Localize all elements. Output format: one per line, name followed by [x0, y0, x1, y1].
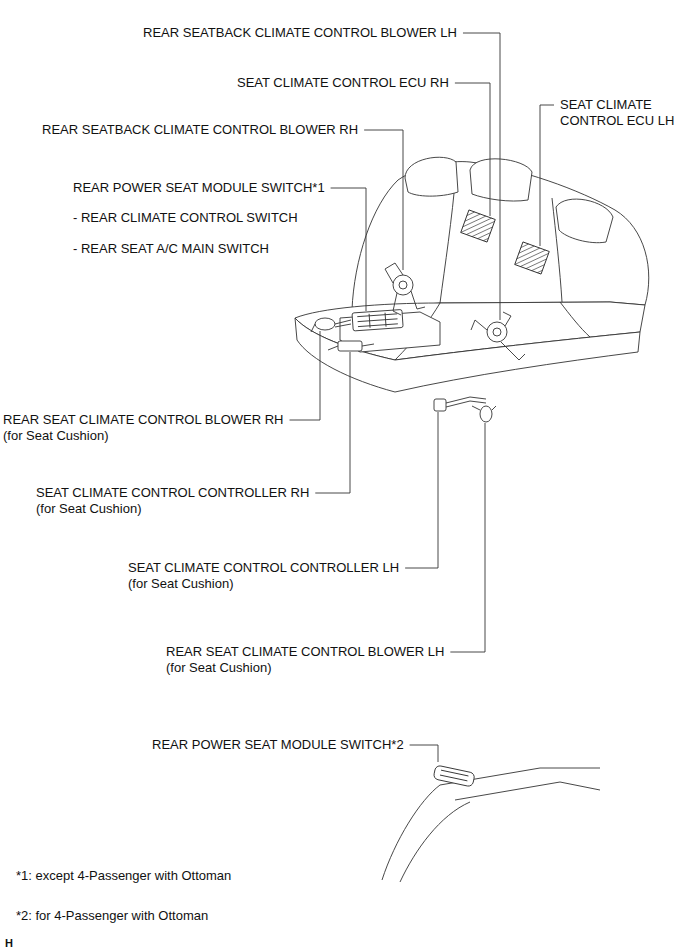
- headrest: [556, 199, 613, 243]
- label-line: REAR SEAT CLIMATE CONTROL BLOWER LH: [166, 644, 444, 660]
- part-label: - REAR SEAT A/C MAIN SWITCH: [73, 241, 269, 257]
- leader-line: [364, 130, 403, 270]
- headrest: [405, 157, 458, 196]
- leader-line: [463, 33, 500, 320]
- part-label: SEAT CLIMATE CONTROL CONTROLLER LH (for …: [128, 560, 399, 592]
- leader-line: [450, 423, 485, 652]
- part-label: REAR SEATBACK CLIMATE CONTROL BLOWER RH: [42, 122, 358, 138]
- door-armrest: [382, 768, 600, 882]
- part-label: SEAT CLIMATE CONTROL ECU LH: [560, 97, 674, 129]
- part-label: REAR SEAT CLIMATE CONTROL BLOWER RH (for…: [3, 412, 284, 444]
- cushion-controller: [328, 341, 374, 351]
- part-label: H: [5, 935, 13, 950]
- label-line: SEAT CLIMATE CONTROL CONTROLLER RH: [36, 485, 309, 501]
- part-label: SEAT CLIMATE CONTROL ECU RH: [237, 75, 449, 91]
- label-line: (for Seat Cushion): [128, 576, 399, 592]
- leader-line: [540, 105, 554, 246]
- leader-line: [410, 745, 438, 762]
- part-label: REAR SEATBACK CLIMATE CONTROL BLOWER LH: [143, 25, 457, 41]
- cushion-blower: [472, 406, 496, 422]
- label-line: REAR SEAT CLIMATE CONTROL BLOWER RH: [3, 412, 284, 428]
- part-label: REAR SEAT CLIMATE CONTROL BLOWER LH (for…: [166, 644, 444, 676]
- label-line: SEAT CLIMATE CONTROL CONTROLLER LH: [128, 560, 399, 576]
- label-line: (for Seat Cushion): [166, 660, 444, 676]
- seatback-blower: [385, 263, 425, 315]
- part-label: SEAT CLIMATE CONTROL CONTROLLER RH (for …: [36, 485, 309, 517]
- label-line: SEAT CLIMATE: [560, 97, 674, 113]
- part-label: *2: for 4-Passenger with Ottoman: [16, 908, 208, 924]
- seatback-blower: [471, 312, 525, 360]
- cushion-blower: [311, 318, 351, 332]
- part-label: REAR POWER SEAT MODULE SWITCH*2: [152, 737, 404, 753]
- label-line: (for Seat Cushion): [3, 428, 284, 444]
- part-label: REAR POWER SEAT MODULE SWITCH*1: [73, 180, 325, 196]
- leader-line: [455, 83, 490, 216]
- leader-line: [331, 188, 366, 311]
- leader-line: [290, 331, 320, 420]
- leader-line: [405, 412, 438, 568]
- leader-line: [315, 352, 350, 493]
- headrest: [470, 159, 532, 201]
- seat-switch: [433, 765, 475, 787]
- label-line: CONTROL ECU LH: [560, 113, 674, 129]
- climate-ecu: [515, 242, 550, 274]
- label-line: (for Seat Cushion): [36, 501, 309, 517]
- part-label: - REAR CLIMATE CONTROL SWITCH: [73, 210, 298, 226]
- part-label: *1: except 4-Passenger with Ottoman: [16, 868, 231, 884]
